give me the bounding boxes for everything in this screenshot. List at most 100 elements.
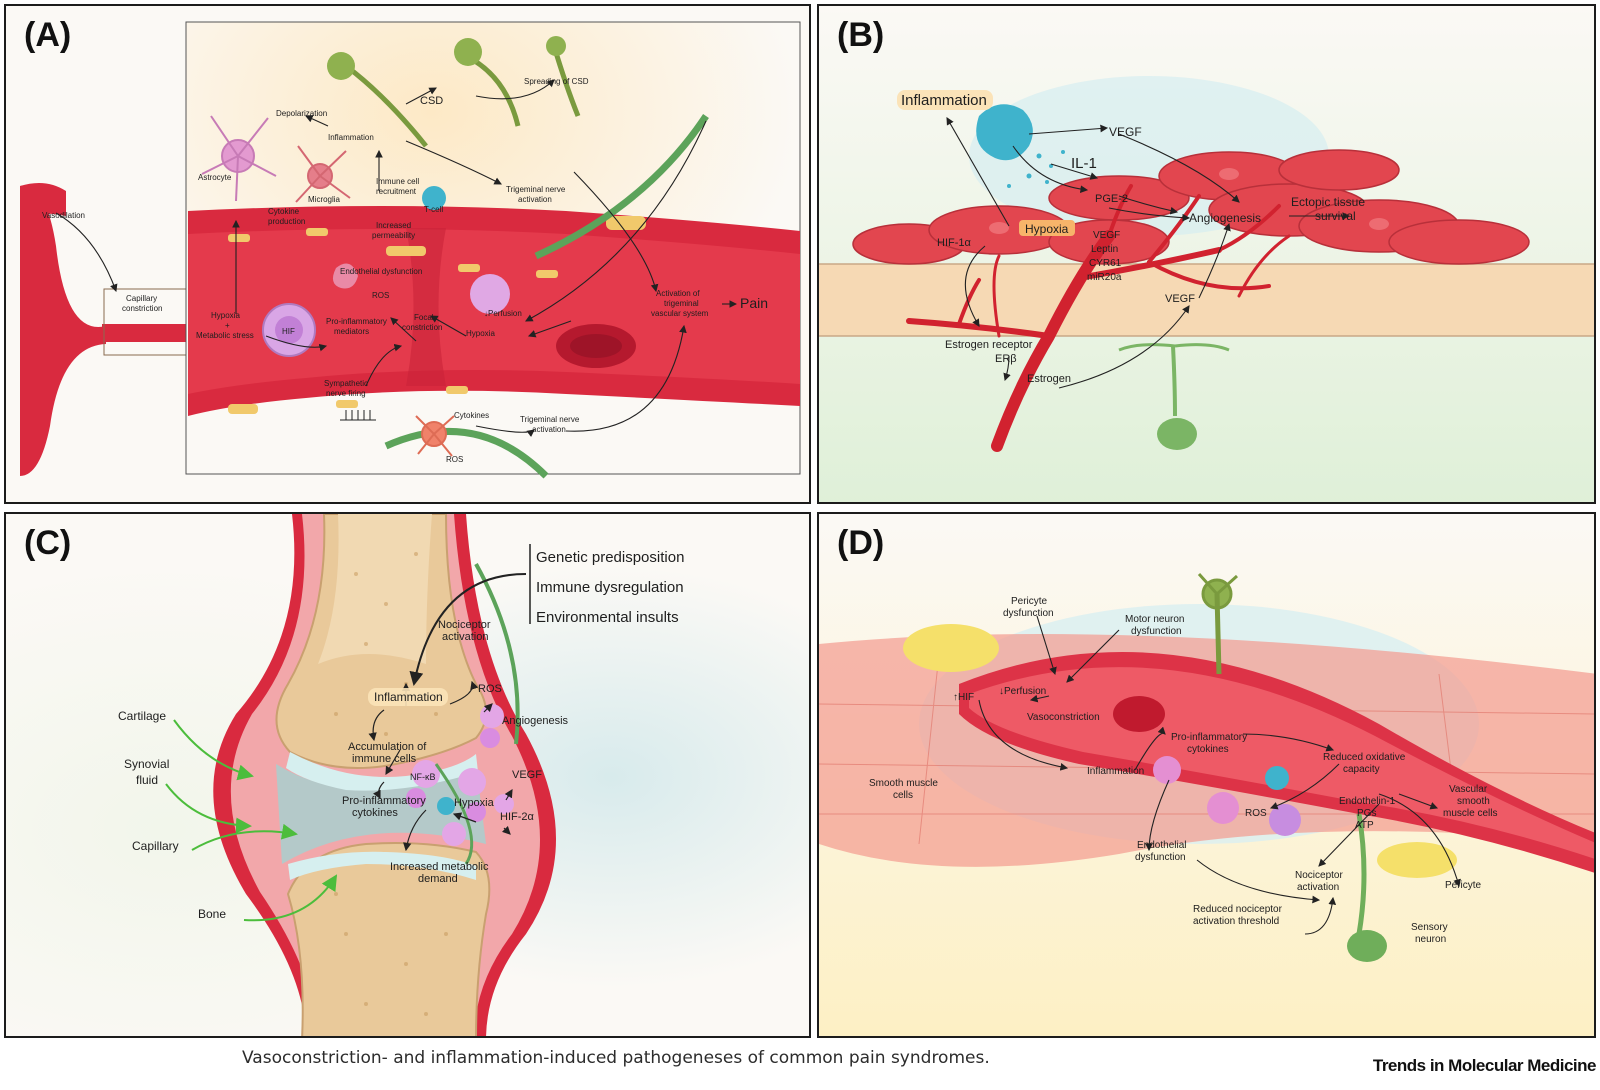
label-smooth-muscle-2: cells bbox=[893, 790, 913, 801]
panel-a-illustration: Vasodilation Capillary constriction Depo… bbox=[20, 21, 801, 479]
vessel-tree bbox=[906, 184, 1291, 452]
label-immune-2: recruitment bbox=[376, 187, 417, 196]
label-sympathetic-1: Sympathetic bbox=[324, 379, 368, 388]
label-perm-2: permeability bbox=[372, 231, 415, 240]
label-nociceptor-1: Nociceptor bbox=[438, 619, 491, 631]
label-increased-met-1: Increased metabolic bbox=[390, 861, 489, 873]
label-genetic: Genetic predisposition bbox=[536, 549, 684, 566]
label-sensory-1: Sensory bbox=[1411, 922, 1448, 933]
panel-a-migraine: Vasodilation Capillary constriction Depo… bbox=[4, 4, 811, 504]
label-cyr61: CYR61 bbox=[1089, 258, 1122, 269]
panel-b-endometriosis: Inflammation VEGF IL-1 PGE-2 Angiogenesi… bbox=[817, 4, 1596, 504]
label-atp: ATP bbox=[1355, 820, 1374, 831]
label-capillary-1: Capillary bbox=[126, 294, 157, 303]
sensory-neuron-body bbox=[1347, 930, 1387, 962]
label-nociceptor-2: activation bbox=[1297, 882, 1339, 893]
label-cytokine-1: Cytokine bbox=[268, 207, 300, 216]
label-endo-dys-1: Endothelial bbox=[1137, 840, 1186, 851]
label-t-cell: T-cell bbox=[424, 205, 443, 214]
label-pain: Pain bbox=[740, 295, 768, 311]
label-hif1a: HIF-1α bbox=[937, 237, 972, 249]
label-spreading-csd: Spreading of CSD bbox=[524, 77, 589, 86]
label-vasoconstriction: Vasoconstriction bbox=[1027, 712, 1100, 723]
label-motor-dys-1: Motor neuron bbox=[1125, 614, 1184, 625]
label-astrocyte: Astrocyte bbox=[198, 173, 232, 182]
label-focal-2: constriction bbox=[402, 323, 442, 332]
label-vascular-sm-1: Vascular bbox=[1449, 784, 1488, 795]
label-vegf-mid: VEGF bbox=[1165, 293, 1195, 305]
label-perm-1: Increased bbox=[376, 221, 411, 230]
label-pge2: PGE-2 bbox=[1095, 193, 1128, 205]
panel-b-illustration: Inflammation VEGF IL-1 PGE-2 Angiogenesi… bbox=[819, 6, 1594, 502]
astrocyte-cell bbox=[201, 115, 277, 202]
label-immune: Immune dysregulation bbox=[536, 579, 684, 596]
label-vascular-sm-3: muscle cells bbox=[1443, 808, 1497, 819]
label-ectopic-2: survival bbox=[1315, 209, 1356, 223]
label-inflammation: Inflammation bbox=[328, 133, 374, 142]
label-vascular-sm-2: smooth bbox=[1457, 796, 1490, 807]
panel-d-label: (D) bbox=[837, 524, 885, 562]
label-hypoxia-mid: Hypoxia bbox=[466, 329, 495, 338]
panel-c-arthritis: Genetic predisposition Immune dysregulat… bbox=[4, 512, 811, 1038]
label-reduced-ox-1: Reduced oxidative bbox=[1323, 752, 1406, 763]
label-increased-met-2: demand bbox=[418, 873, 458, 885]
label-synovial-1: Synovial bbox=[124, 757, 169, 771]
label-estrogen-receptor: Estrogen receptor bbox=[945, 339, 1033, 351]
trigeminal-nerve bbox=[534, 114, 709, 260]
label-pro-inflam-2: cytokines bbox=[1187, 744, 1229, 755]
label-sympathetic-2: nerve firing bbox=[326, 389, 366, 398]
label-hif2a: HIF-2α bbox=[500, 811, 535, 823]
label-vegf: VEGF bbox=[512, 769, 542, 781]
label-ectopic-1: Ectopic tissue bbox=[1291, 195, 1365, 209]
label-capillary-2: constriction bbox=[122, 304, 162, 313]
label-hypoxia: Hypoxia bbox=[1025, 222, 1069, 236]
label-act-tvs-2: trigeminal bbox=[664, 299, 699, 308]
label-vegf-list: VEGF bbox=[1093, 230, 1120, 241]
label-vegf-top: VEGF bbox=[1109, 125, 1142, 139]
label-trig-b-1: Trigeminal nerve bbox=[520, 415, 580, 424]
label-reduced-noci-1: Reduced nociceptor bbox=[1193, 904, 1283, 915]
label-cytokine-2: production bbox=[268, 217, 305, 226]
label-pericyte-dys-2: dysfunction bbox=[1003, 608, 1054, 619]
synovial-fluid bbox=[276, 764, 486, 864]
label-perfusion: ↓Perfusion bbox=[999, 686, 1046, 697]
label-ros: ROS bbox=[372, 291, 389, 300]
label-reduced-noci-2: activation threshold bbox=[1193, 916, 1279, 927]
label-trig-b-2: activation bbox=[532, 425, 566, 434]
panel-d-muscle-pain: Pericyte dysfunction Motor neuron dysfun… bbox=[817, 512, 1596, 1038]
label-nfkb: NF-κB bbox=[410, 772, 436, 782]
lower-bone bbox=[286, 842, 491, 1036]
label-sensory-2: neuron bbox=[1415, 934, 1446, 945]
label-endothelin: Endothelin-1 bbox=[1339, 796, 1396, 807]
motor-neuron bbox=[1197, 572, 1239, 675]
label-angiogenesis: Angiogenesis bbox=[502, 715, 569, 727]
pericyte-cell bbox=[903, 624, 999, 672]
label-pro-inflam-1: Pro-inflammatory bbox=[1171, 732, 1247, 743]
panel-c-label: (C) bbox=[24, 524, 72, 562]
label-ros: ROS bbox=[1245, 808, 1267, 819]
label-ros: ROS bbox=[478, 683, 502, 695]
figure-caption: Vasoconstriction- and inflammation-induc… bbox=[242, 1048, 990, 1068]
macrophage-cell bbox=[976, 104, 1033, 161]
panel-c-illustration: Genetic predisposition Immune dysregulat… bbox=[6, 514, 809, 1036]
label-hif: HIF bbox=[282, 327, 295, 336]
label-reduced-ox-2: capacity bbox=[1343, 764, 1380, 775]
label-hypoxia-2: + bbox=[225, 321, 230, 330]
label-capillary: Capillary bbox=[132, 839, 179, 853]
label-il1: IL-1 bbox=[1071, 155, 1097, 172]
label-inflammation: Inflammation bbox=[901, 92, 987, 109]
label-angiogenesis: Angiogenesis bbox=[1189, 211, 1261, 225]
label-ros-bottom: ROS bbox=[446, 455, 463, 464]
label-synovial-2: fluid bbox=[136, 773, 158, 787]
label-nociceptor-1: Nociceptor bbox=[1295, 870, 1343, 881]
label-endothelial: Endothelial dysfunction bbox=[340, 267, 422, 276]
label-vasodilation: Vasodilation bbox=[42, 211, 85, 220]
label-microglia: Microglia bbox=[308, 195, 341, 204]
label-accumulation-2: immune cells bbox=[352, 753, 417, 765]
label-motor-dys-2: dysfunction bbox=[1131, 626, 1182, 637]
label-cytokines: Cytokines bbox=[454, 411, 489, 420]
label-hypoxia-3: Metabolic stress bbox=[196, 331, 254, 340]
label-endo-dys-2: dysfunction bbox=[1135, 852, 1186, 863]
microglia-cell bbox=[295, 145, 351, 203]
label-cartilage: Cartilage bbox=[118, 709, 166, 723]
